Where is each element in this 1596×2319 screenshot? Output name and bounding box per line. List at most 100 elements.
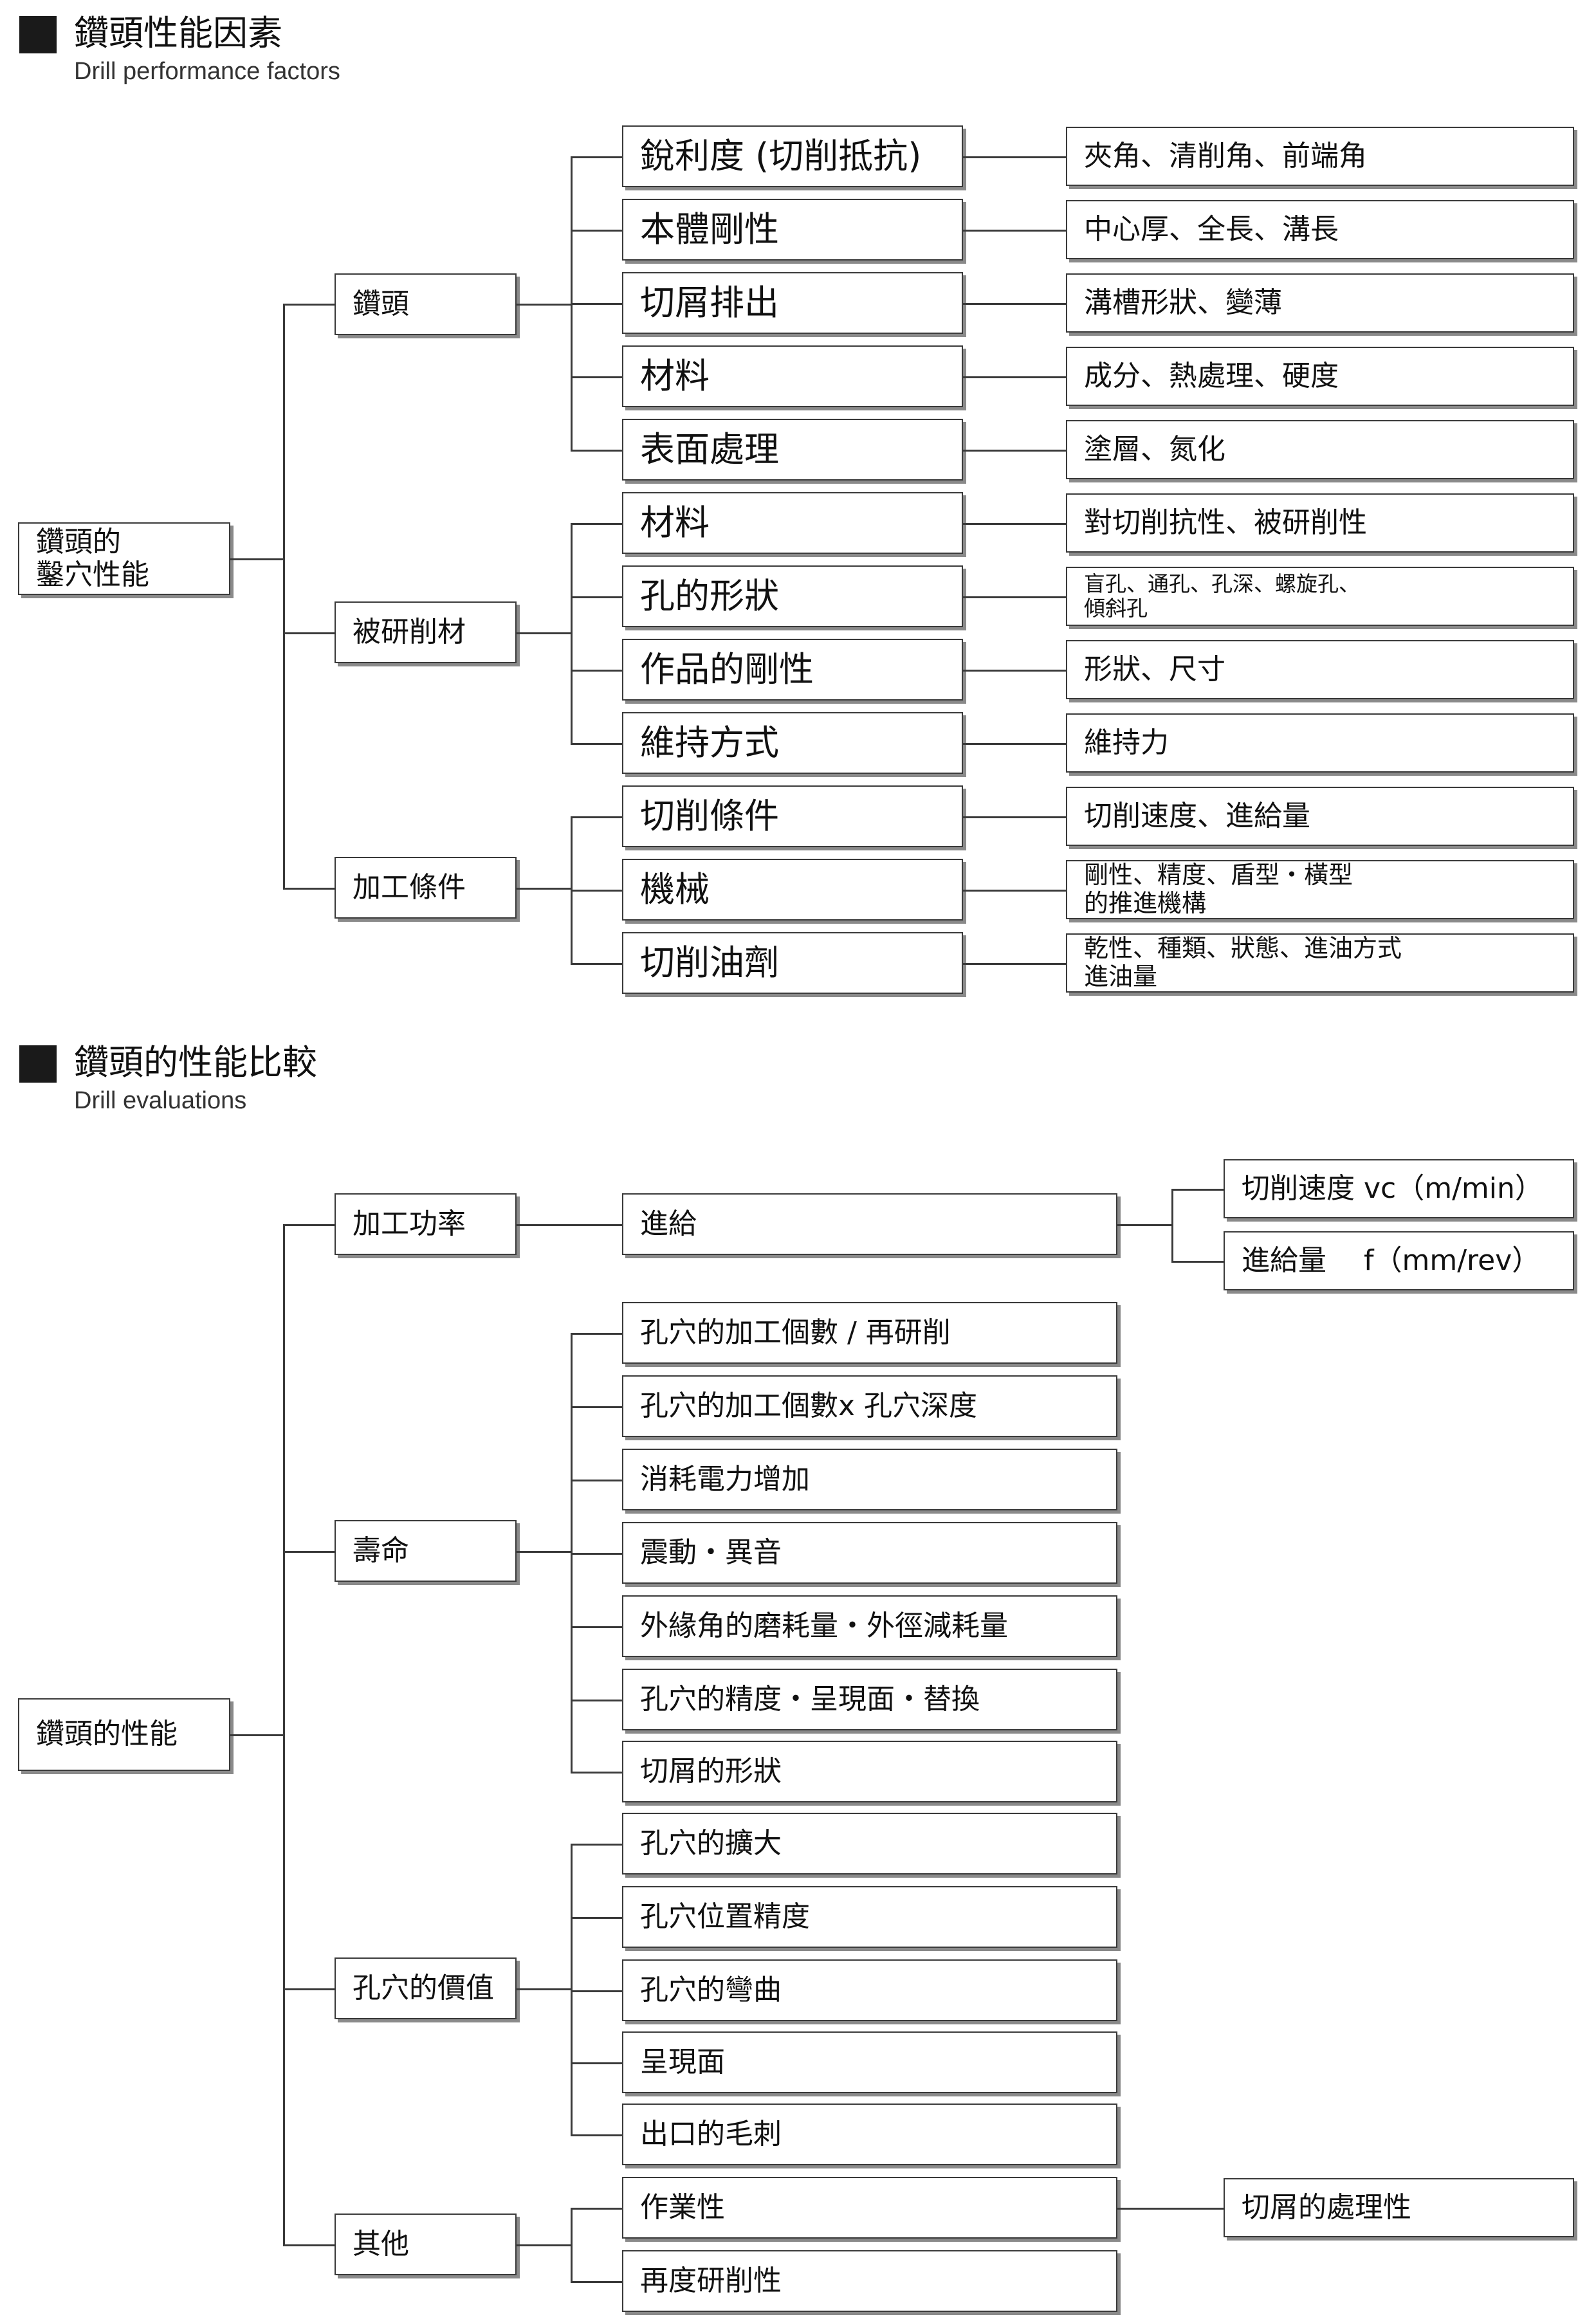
s1-group-workpiece-label: 被研削材: [353, 615, 466, 648]
section1-subtitle: Drill performance factors: [74, 58, 340, 85]
s1-factor: 材料: [622, 345, 963, 407]
s1-factor-label: 切削油劑: [640, 942, 779, 983]
s1-factor-label: 孔的形狀: [640, 575, 779, 616]
s1-factor-label: 切削條件: [640, 795, 779, 836]
s1-detail-label: 切削速度、進給量: [1084, 799, 1310, 832]
section1-title: 鑽頭性能因素: [74, 13, 282, 53]
s2-item-label: 再度研削性: [640, 2264, 782, 2297]
s1-detail: 形狀、尺寸: [1066, 640, 1574, 699]
s1-group-workpiece: 被研削材: [335, 601, 517, 663]
s2-item: 呈現面: [622, 2031, 1117, 2093]
s1-detail: 盲孔、通孔、孔深、螺旋孔、 傾斜孔: [1066, 567, 1574, 626]
s2-item-label: 孔穴的加工個數 / 再研削: [640, 1315, 951, 1349]
s1-factor-label: 維持方式: [640, 722, 779, 763]
s2-root-box: 鑽頭的性能: [18, 1698, 230, 1771]
s2-extra-label: 進給量 f（mm/rev）: [1242, 1243, 1541, 1277]
s2-item: 孔穴的彎曲: [622, 1959, 1117, 2021]
s1-factor-label: 本體剛性: [640, 208, 779, 250]
s2-item: 消耗電力增加: [622, 1449, 1117, 1510]
s1-factor: 切削油劑: [622, 932, 963, 994]
s2-item-label: 孔穴的精度・呈現面・替換: [640, 1682, 980, 1716]
s1-detail-label: 塗層、氮化: [1084, 432, 1225, 466]
s1-root-box: 鑽頭的 鑿穴性能: [18, 522, 230, 595]
s1-group-conditions: 加工條件: [335, 857, 517, 919]
s1-factor-label: 切屑排出: [640, 282, 779, 323]
s1-detail: 塗層、氮化: [1066, 420, 1574, 479]
s1-factor-label: 材料: [640, 502, 710, 543]
s2-extra-label: 切屑的處理性: [1242, 2190, 1411, 2224]
s1-factor: 機械: [622, 859, 963, 921]
s2-item-label: 進給: [640, 1207, 697, 1240]
s1-detail-label: 成分、熱處理、硬度: [1084, 359, 1339, 392]
s1-detail: 剛性、精度、盾型・橫型 的推進機構: [1066, 860, 1574, 919]
s2-group-hole-quality-label: 孔穴的價值: [353, 1971, 494, 2004]
s2-root-label: 鑽頭的性能: [36, 1718, 178, 1751]
s2-group-efficiency: 加工功率: [335, 1193, 517, 1255]
s1-detail: 中心厚、全長、溝長: [1066, 200, 1574, 259]
s1-group-drill: 鑽頭: [335, 273, 517, 335]
s2-group-life-label: 壽命: [353, 1534, 409, 1567]
s1-root-label: 鑽頭的 鑿穴性能: [36, 525, 149, 591]
section2-subtitle: Drill evaluations: [74, 1087, 247, 1114]
section1-marker: [19, 16, 57, 53]
s2-group-life: 壽命: [335, 1520, 517, 1582]
s1-detail-label: 中心厚、全長、溝長: [1084, 212, 1339, 246]
s2-item-label: 呈現面: [640, 2045, 725, 2078]
s2-item-label: 震動・異音: [640, 1535, 782, 1569]
s1-detail-label: 夾角、清削角、前端角: [1084, 139, 1367, 172]
s1-detail-label: 乾性、種類、狀態、進油方式 進油量: [1084, 934, 1402, 991]
s1-detail-label: 對切削抗性、被研削性: [1084, 506, 1367, 539]
s1-factor-label: 表面處理: [640, 428, 779, 470]
s2-extra-label: 切削速度 vc（m/min）: [1242, 1171, 1543, 1205]
s1-factor: 維持方式: [622, 712, 963, 774]
s1-factor-label: 機械: [640, 868, 710, 910]
s2-group-other-label: 其他: [353, 2227, 409, 2260]
s1-factor-label: 材料: [640, 355, 710, 396]
s1-detail: 切削速度、進給量: [1066, 787, 1574, 846]
s2-group-other: 其他: [335, 2214, 517, 2275]
s1-detail-label: 形狀、尺寸: [1084, 652, 1225, 686]
s1-detail: 溝槽形狀、變薄: [1066, 273, 1574, 333]
s2-item-label: 切屑的形狀: [640, 1754, 782, 1788]
s2-item: 震動・異音: [622, 1522, 1117, 1584]
s1-detail-label: 剛性、精度、盾型・橫型 的推進機構: [1084, 861, 1353, 917]
s1-factor: 本體剛性: [622, 199, 963, 261]
s1-factor-label: 作品的剛性: [640, 648, 814, 690]
s1-detail: 對切削抗性、被研削性: [1066, 493, 1574, 553]
s2-item-label: 作業性: [640, 2190, 725, 2224]
s1-detail: 維持力: [1066, 713, 1574, 773]
s1-factor: 銳利度 (切削抵抗): [622, 125, 963, 187]
s1-detail-label: 盲孔、通孔、孔深、螺旋孔、 傾斜孔: [1084, 571, 1360, 621]
s1-detail-label: 維持力: [1084, 726, 1169, 759]
s2-item: 作業性: [622, 2177, 1117, 2239]
s2-item-label: 外緣角的磨耗量・外徑減耗量: [640, 1609, 1008, 1642]
s2-group-hole-quality: 孔穴的價值: [335, 1957, 517, 2019]
s2-group-efficiency-label: 加工功率: [353, 1207, 466, 1240]
s1-detail: 夾角、清削角、前端角: [1066, 127, 1574, 186]
s2-item: 出口的毛刺: [622, 2104, 1117, 2165]
s1-detail-label: 溝槽形狀、變薄: [1084, 286, 1282, 319]
s2-item-label: 消耗電力增加: [640, 1462, 810, 1496]
s2-item-label: 孔穴的彎曲: [640, 1973, 782, 2006]
section2-title: 鑽頭的性能比較: [74, 1042, 317, 1083]
s1-detail: 成分、熱處理、硬度: [1066, 347, 1574, 406]
s2-item: 孔穴的加工個數x 孔穴深度: [622, 1375, 1117, 1437]
s1-detail: 乾性、種類、狀態、進油方式 進油量: [1066, 933, 1574, 993]
s2-item-label: 孔穴的擴大: [640, 1826, 782, 1860]
s2-item: 孔穴的擴大: [622, 1813, 1117, 1874]
s2-item-label: 孔穴位置精度: [640, 1900, 810, 1933]
s1-factor: 表面處理: [622, 419, 963, 481]
s2-item: 外緣角的磨耗量・外徑減耗量: [622, 1595, 1117, 1657]
s2-item: 再度研削性: [622, 2250, 1117, 2312]
s1-group-drill-label: 鑽頭: [353, 287, 409, 320]
s1-group-conditions-label: 加工條件: [353, 870, 466, 904]
s2-item: 進給: [622, 1193, 1117, 1255]
s2-item: 孔穴的加工個數 / 再研削: [622, 1302, 1117, 1364]
s1-factor: 作品的剛性: [622, 639, 963, 701]
s1-factor: 材料: [622, 492, 963, 554]
s2-extra-chip-handling: 切屑的處理性: [1224, 2178, 1574, 2237]
s2-item: 切屑的形狀: [622, 1741, 1117, 1802]
s1-factor-label: 銳利度 (切削抵抗): [640, 135, 922, 176]
s2-extra-feed: 進給量 f（mm/rev）: [1224, 1231, 1574, 1290]
s2-item-label: 孔穴的加工個數x 孔穴深度: [640, 1389, 978, 1422]
